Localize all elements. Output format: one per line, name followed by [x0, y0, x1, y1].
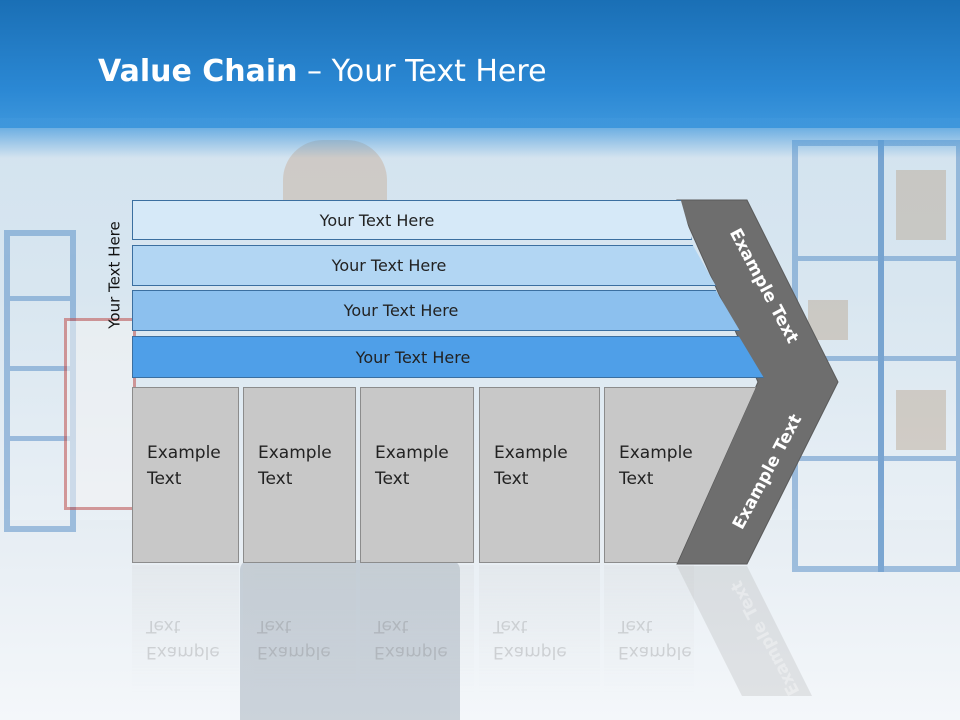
vertical-label-text: Your Text Here: [106, 221, 124, 329]
chain-bar-4: Your Text Here: [132, 336, 764, 378]
example-card-4: Example Text: [479, 387, 600, 563]
reflect-line2: Text: [374, 616, 409, 636]
chain-bar-3: Your Text Here: [132, 290, 740, 331]
reflect-line1: Example: [257, 642, 331, 662]
card-reflection-2: Example Text: [243, 565, 356, 695]
card-line2: Text: [494, 469, 529, 489]
reflect-line1: Example: [374, 642, 448, 662]
card-reflection-4: Example Text: [479, 565, 600, 695]
box: [896, 390, 946, 450]
card-line1: Example: [375, 443, 449, 463]
card-line1: Example: [494, 443, 568, 463]
chain-bar-1: Your Text Here: [132, 200, 692, 240]
card-line1: Example: [147, 443, 221, 463]
reflect-line2: Text: [618, 616, 653, 636]
reflect-line2: Text: [257, 616, 292, 636]
card-reflection-1: Example Text: [132, 565, 239, 695]
reflect-line1: Example: [618, 642, 692, 662]
reflect-line1: Example: [493, 642, 567, 662]
box: [896, 170, 946, 240]
chain-bar-label: Your Text Here: [331, 256, 447, 275]
whiteboard: [64, 318, 136, 510]
card-line2: Text: [258, 469, 293, 489]
card-reflection-3: Example Text: [360, 565, 474, 695]
chevron-reflection: [677, 566, 812, 696]
person-body: [240, 560, 460, 720]
chain-bar-label: Your Text Here: [319, 210, 435, 230]
vertical-label: Your Text Here: [104, 200, 126, 350]
reflect-line2: Text: [493, 616, 528, 636]
card-reflection-5: Example Text: [604, 565, 694, 695]
header-fade: [0, 118, 960, 158]
box: [808, 300, 848, 340]
example-card-1: Example Text: [132, 387, 239, 563]
slide-title: Value Chain – Your Text Here: [98, 54, 547, 89]
header-band: [0, 0, 960, 128]
reflect-line1: Example: [146, 642, 220, 662]
chain-bar-2: Your Text Here: [132, 245, 716, 286]
title-bold: Value Chain: [98, 54, 298, 89]
chain-bar-label: Your Text Here: [355, 347, 471, 367]
card-line1: Example: [258, 443, 332, 463]
title-rest: – Your Text Here: [297, 54, 547, 89]
card-line2: Text: [619, 469, 654, 489]
chain-bar-label: Your Text Here: [343, 301, 459, 320]
reflect-line2: Text: [146, 616, 181, 636]
card-line2: Text: [147, 469, 182, 489]
chevron-arrow: [676, 199, 839, 565]
card-line2: Text: [375, 469, 410, 489]
example-card-3: Example Text: [360, 387, 474, 563]
example-card-2: Example Text: [243, 387, 356, 563]
card-line1: Example: [619, 443, 693, 463]
